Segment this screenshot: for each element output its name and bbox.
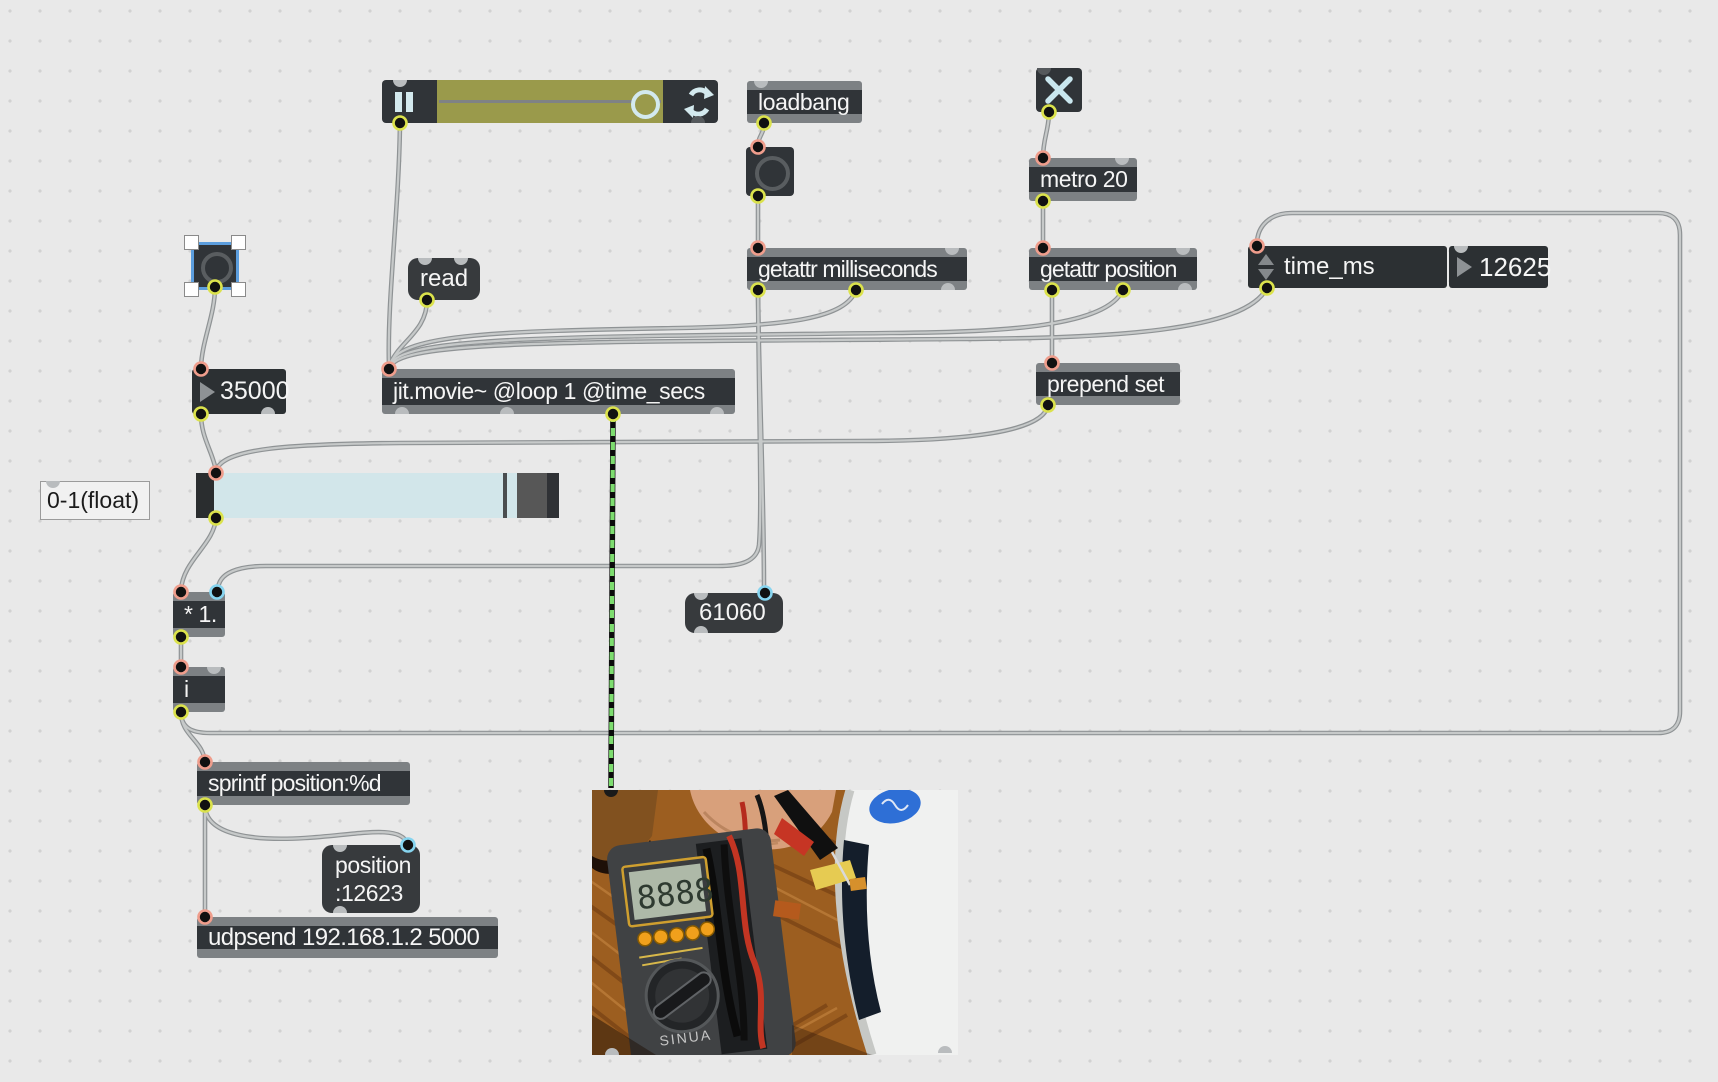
sprintf-object[interactable]: sprintf position:%d: [197, 762, 410, 805]
patch-cord-core: [387, 122, 402, 366]
patch-cord-core: [390, 287, 1268, 367]
bang-button[interactable]: [746, 147, 794, 196]
comment-label: 0-1(float): [47, 487, 140, 513]
patch-cord[interactable]: [387, 299, 430, 366]
jit-movie-object[interactable]: jit.movie~ @loop 1 @time_secs: [382, 369, 735, 414]
patch-cord[interactable]: [755, 289, 767, 592]
int-label: i: [184, 676, 189, 702]
meter-display: 8888: [635, 870, 716, 917]
toggle-object[interactable]: [1036, 68, 1082, 112]
meter-brand: SINUA: [659, 1026, 713, 1048]
loadbang-object[interactable]: loadbang: [747, 81, 862, 123]
time-ms-label: time_ms: [1284, 253, 1375, 280]
read-label: read: [420, 265, 469, 292]
number-triangle-icon: [200, 381, 215, 402]
pause-icon[interactable]: [395, 92, 402, 112]
stepper-arrows-icon[interactable]: [1258, 254, 1274, 280]
read-message[interactable]: read: [408, 258, 480, 300]
patch-cord-core: [199, 413, 218, 472]
patch-cord-core: [388, 299, 429, 366]
patch-cord[interactable]: [387, 289, 859, 365]
playbar-track-line: [439, 100, 661, 103]
video-frame: 8888 SINUA: [592, 790, 958, 1055]
patch-cord-core: [199, 286, 217, 368]
patch-cord[interactable]: [178, 517, 219, 591]
number-right-value: 12625: [1479, 251, 1552, 282]
bang-button-selected[interactable]: [184, 235, 246, 297]
selection-handle[interactable]: [184, 235, 199, 250]
playbar-handle[interactable]: [631, 90, 660, 119]
sprintf-label: sprintf position:%d: [208, 770, 382, 796]
patch-cord[interactable]: [178, 711, 208, 763]
jitter-cord-green: [608, 413, 616, 789]
bang-circle-icon: [201, 252, 233, 284]
slider-mark: [503, 473, 507, 518]
patch-cord-core: [216, 289, 762, 591]
playbar-object[interactable]: [382, 80, 718, 123]
number-box-left[interactable]: 35000: [192, 369, 290, 414]
jit-movie-label: jit.movie~ @loop 1 @time_secs: [393, 378, 705, 404]
number-box-right[interactable]: 12625: [1449, 246, 1552, 288]
patch-cord[interactable]: [1040, 111, 1052, 159]
jit-pwindow-video[interactable]: 8888 SINUA: [592, 790, 958, 1055]
patch-cord[interactable]: [386, 122, 403, 366]
patch-cord-core: [756, 122, 766, 148]
message-61060[interactable]: 61060: [685, 593, 783, 633]
patch-cord[interactable]: [755, 122, 767, 148]
patch-cord[interactable]: [215, 289, 763, 591]
metro-object[interactable]: metro 20: [1029, 158, 1137, 201]
position-line1: position: [335, 852, 412, 878]
patch-cord[interactable]: [198, 413, 219, 472]
patch-cord-core: [1041, 111, 1051, 159]
position-line2: :12623: [335, 880, 403, 906]
multiply-object[interactable]: * 1.: [173, 592, 225, 637]
number-left-value: 35000: [220, 377, 290, 405]
number-triangle-icon: [1457, 257, 1472, 277]
patch-cord[interactable]: [198, 286, 218, 368]
int-object[interactable]: i: [173, 667, 225, 712]
getattr-position-label: getattr position: [1040, 255, 1177, 282]
slider-end-block: [517, 473, 547, 518]
getattr-milliseconds-label: getattr milliseconds: [758, 255, 938, 282]
loadbang-label: loadbang: [758, 88, 850, 115]
comment-box[interactable]: 0-1(float): [40, 481, 150, 520]
jitter-cord[interactable]: [608, 413, 616, 789]
position-message[interactable]: position :12623: [322, 845, 420, 913]
selection-handle[interactable]: [231, 282, 246, 297]
patch-cord[interactable]: [213, 404, 1051, 472]
multiply-label: * 1.: [184, 601, 217, 627]
message-61060-value: 61060: [699, 599, 766, 626]
selection-handle[interactable]: [231, 235, 246, 250]
udpsend-label: udpsend 192.168.1.2 5000: [208, 923, 480, 951]
hslider-object[interactable]: [196, 473, 559, 518]
patch-cord-core: [388, 289, 858, 365]
patch-cord-core: [388, 289, 1124, 366]
getattr-milliseconds-object[interactable]: getattr milliseconds: [747, 248, 967, 290]
udpsend-object[interactable]: udpsend 192.168.1.2 5000: [197, 917, 498, 958]
prepend-set-object[interactable]: prepend set: [1036, 363, 1180, 405]
pause-icon[interactable]: [406, 92, 413, 112]
metro-label: metro 20: [1040, 166, 1128, 192]
patch-cord-core: [214, 404, 1050, 472]
x-icon: [1045, 76, 1073, 104]
patch-cord-core: [179, 517, 218, 591]
bang-circle-icon: [755, 156, 790, 191]
patch-cord[interactable]: [388, 286, 1270, 368]
loop-icon[interactable]: [679, 82, 719, 122]
patch-cord[interactable]: [202, 804, 410, 845]
patch-cord-core: [756, 289, 766, 592]
patch-cord-core: [179, 711, 207, 763]
patch-cord[interactable]: [387, 288, 1126, 367]
slider-knob[interactable]: [196, 473, 214, 518]
getattr-position-object[interactable]: getattr position: [1029, 248, 1197, 290]
selection-handle[interactable]: [184, 282, 199, 297]
prepend-set-label: prepend set: [1047, 370, 1165, 397]
patch-cord-core: [203, 804, 409, 844]
time-ms-menu[interactable]: time_ms: [1248, 246, 1447, 288]
slider-end-cap: [547, 473, 559, 518]
